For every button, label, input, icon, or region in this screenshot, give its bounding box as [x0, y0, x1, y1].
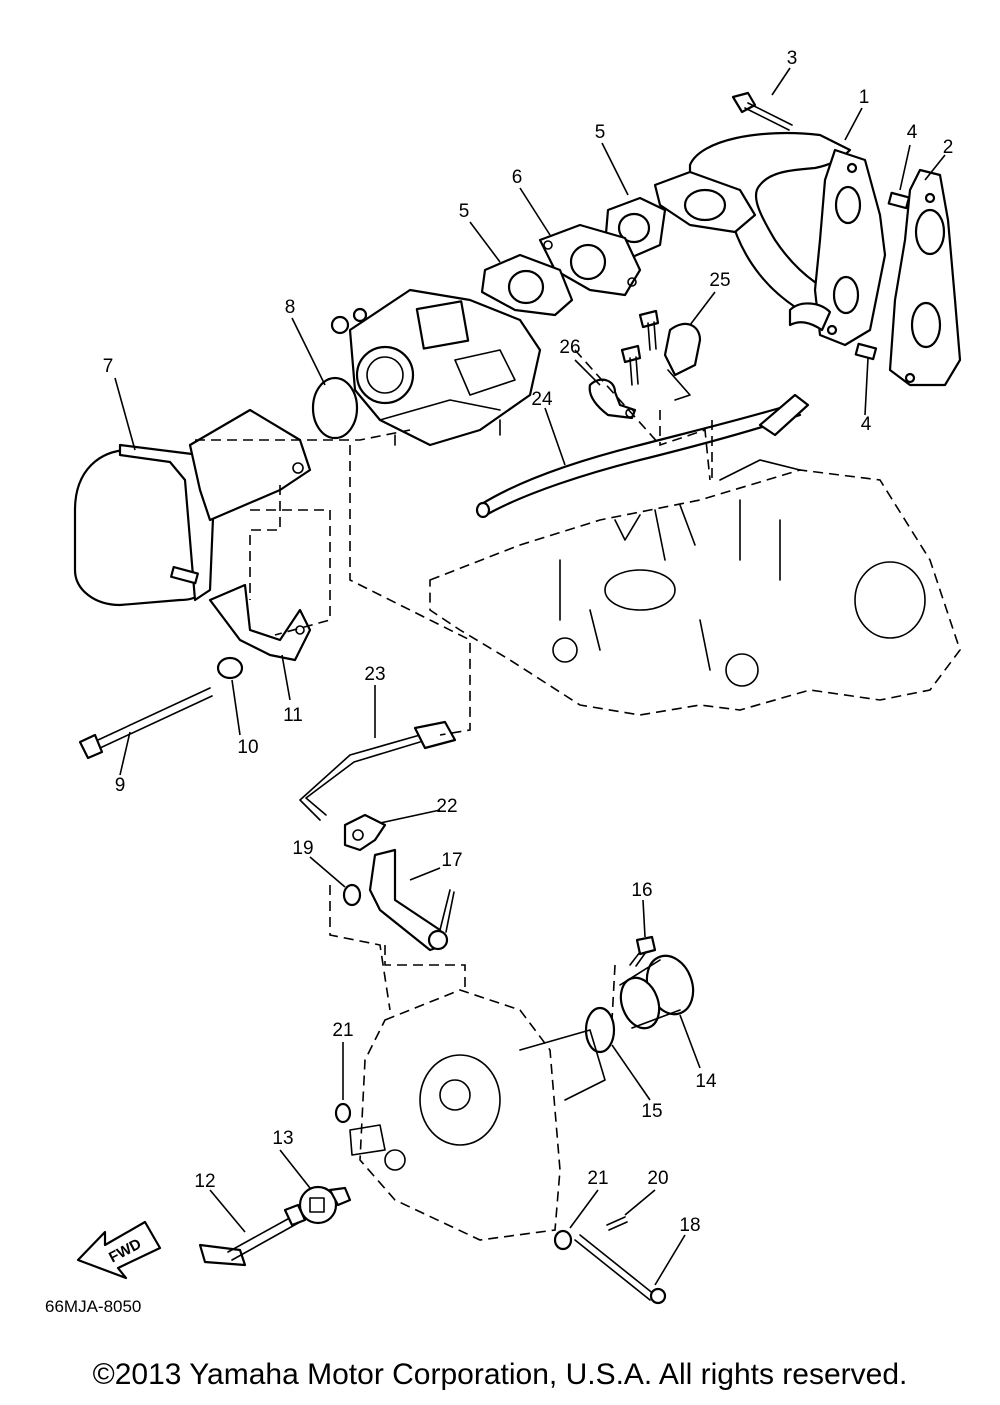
leader-lines: [114, 67, 946, 1286]
dowel-pin-lower: [854, 342, 878, 361]
spacer-plate: [538, 223, 642, 297]
part-label-16: 16: [631, 880, 652, 901]
knob-retainer: [298, 1185, 352, 1225]
intake-silencer: [73, 408, 312, 607]
part-label-1: 1: [859, 87, 870, 108]
lower-silencer-box: [349, 989, 606, 1241]
part-labels: 1 2 3 4 4 5 5 6 7 8 9 10 11 12 13 14 15 …: [103, 48, 954, 1236]
part-label-12: 12: [194, 1171, 215, 1192]
screw-16: [629, 935, 657, 967]
hose-clip-25: [663, 322, 702, 401]
intake-manifold: [688, 131, 887, 347]
part-label-10: 10: [237, 737, 258, 758]
part-label-4-upper: 4: [907, 122, 918, 143]
pin-18: [574, 1234, 667, 1305]
part-label-21-lower: 21: [587, 1168, 608, 1189]
link-rod: [299, 720, 457, 821]
washer-21-upper: [334, 1102, 352, 1124]
engine-block: [429, 459, 961, 716]
clip-bolts: [620, 309, 660, 386]
long-bolt: [78, 687, 213, 760]
silencer-bracket: [208, 583, 312, 662]
manifold-flange: [653, 170, 757, 234]
part-label-11: 11: [283, 705, 303, 726]
fwd-arrow: FWD: [76, 1220, 162, 1280]
part-label-26: 26: [559, 337, 580, 358]
part-label-8: 8: [285, 297, 296, 318]
part-label-3: 3: [787, 48, 798, 69]
choke-lever-shaft: [368, 848, 455, 952]
part-label-20: 20: [647, 1168, 668, 1189]
part-label-2: 2: [943, 137, 954, 158]
assembly-lines: [195, 349, 713, 1021]
manifold-gasket: [888, 168, 962, 387]
part-label-14: 14: [695, 1071, 717, 1092]
grommet: [216, 656, 244, 680]
intake-grommet: [619, 954, 695, 1030]
part-label-21-upper: 21: [332, 1020, 353, 1041]
carb-o-ring: [311, 376, 359, 440]
carburetor: [330, 288, 542, 447]
part-label-6: 6: [512, 167, 523, 188]
gasket-lower: [480, 253, 574, 317]
manifold-bolt: [731, 91, 793, 131]
part-label-9: 9: [115, 775, 126, 796]
copyright-notice: ©2013 Yamaha Motor Corporation, U.S.A. A…: [92, 1358, 908, 1391]
link-joint: [343, 813, 387, 852]
part-label-13: 13: [272, 1128, 293, 1149]
part-label-15: 15: [641, 1101, 662, 1122]
part-label-4-lower: 4: [861, 414, 872, 435]
washer-19: [342, 883, 362, 907]
part-label-23: 23: [364, 664, 385, 685]
part-label-5-lower: 5: [459, 201, 470, 222]
fuel-hose: [478, 403, 802, 517]
part-label-24: 24: [531, 389, 553, 410]
drawing-code: 66MJA-8050: [45, 1297, 141, 1316]
part-label-18: 18: [679, 1215, 700, 1236]
part-label-5-upper: 5: [595, 122, 606, 143]
part-label-19: 19: [292, 838, 313, 859]
part-label-17: 17: [441, 850, 462, 871]
part-label-25: 25: [709, 270, 730, 291]
part-label-22: 22: [436, 796, 457, 817]
hose-clip-26: [588, 378, 637, 420]
choke-knob: [198, 1203, 307, 1267]
pin-20: [606, 1216, 628, 1231]
part-label-7: 7: [103, 356, 114, 377]
dowel-pin-upper: [887, 191, 911, 210]
washer-21-lower: [553, 1229, 573, 1251]
